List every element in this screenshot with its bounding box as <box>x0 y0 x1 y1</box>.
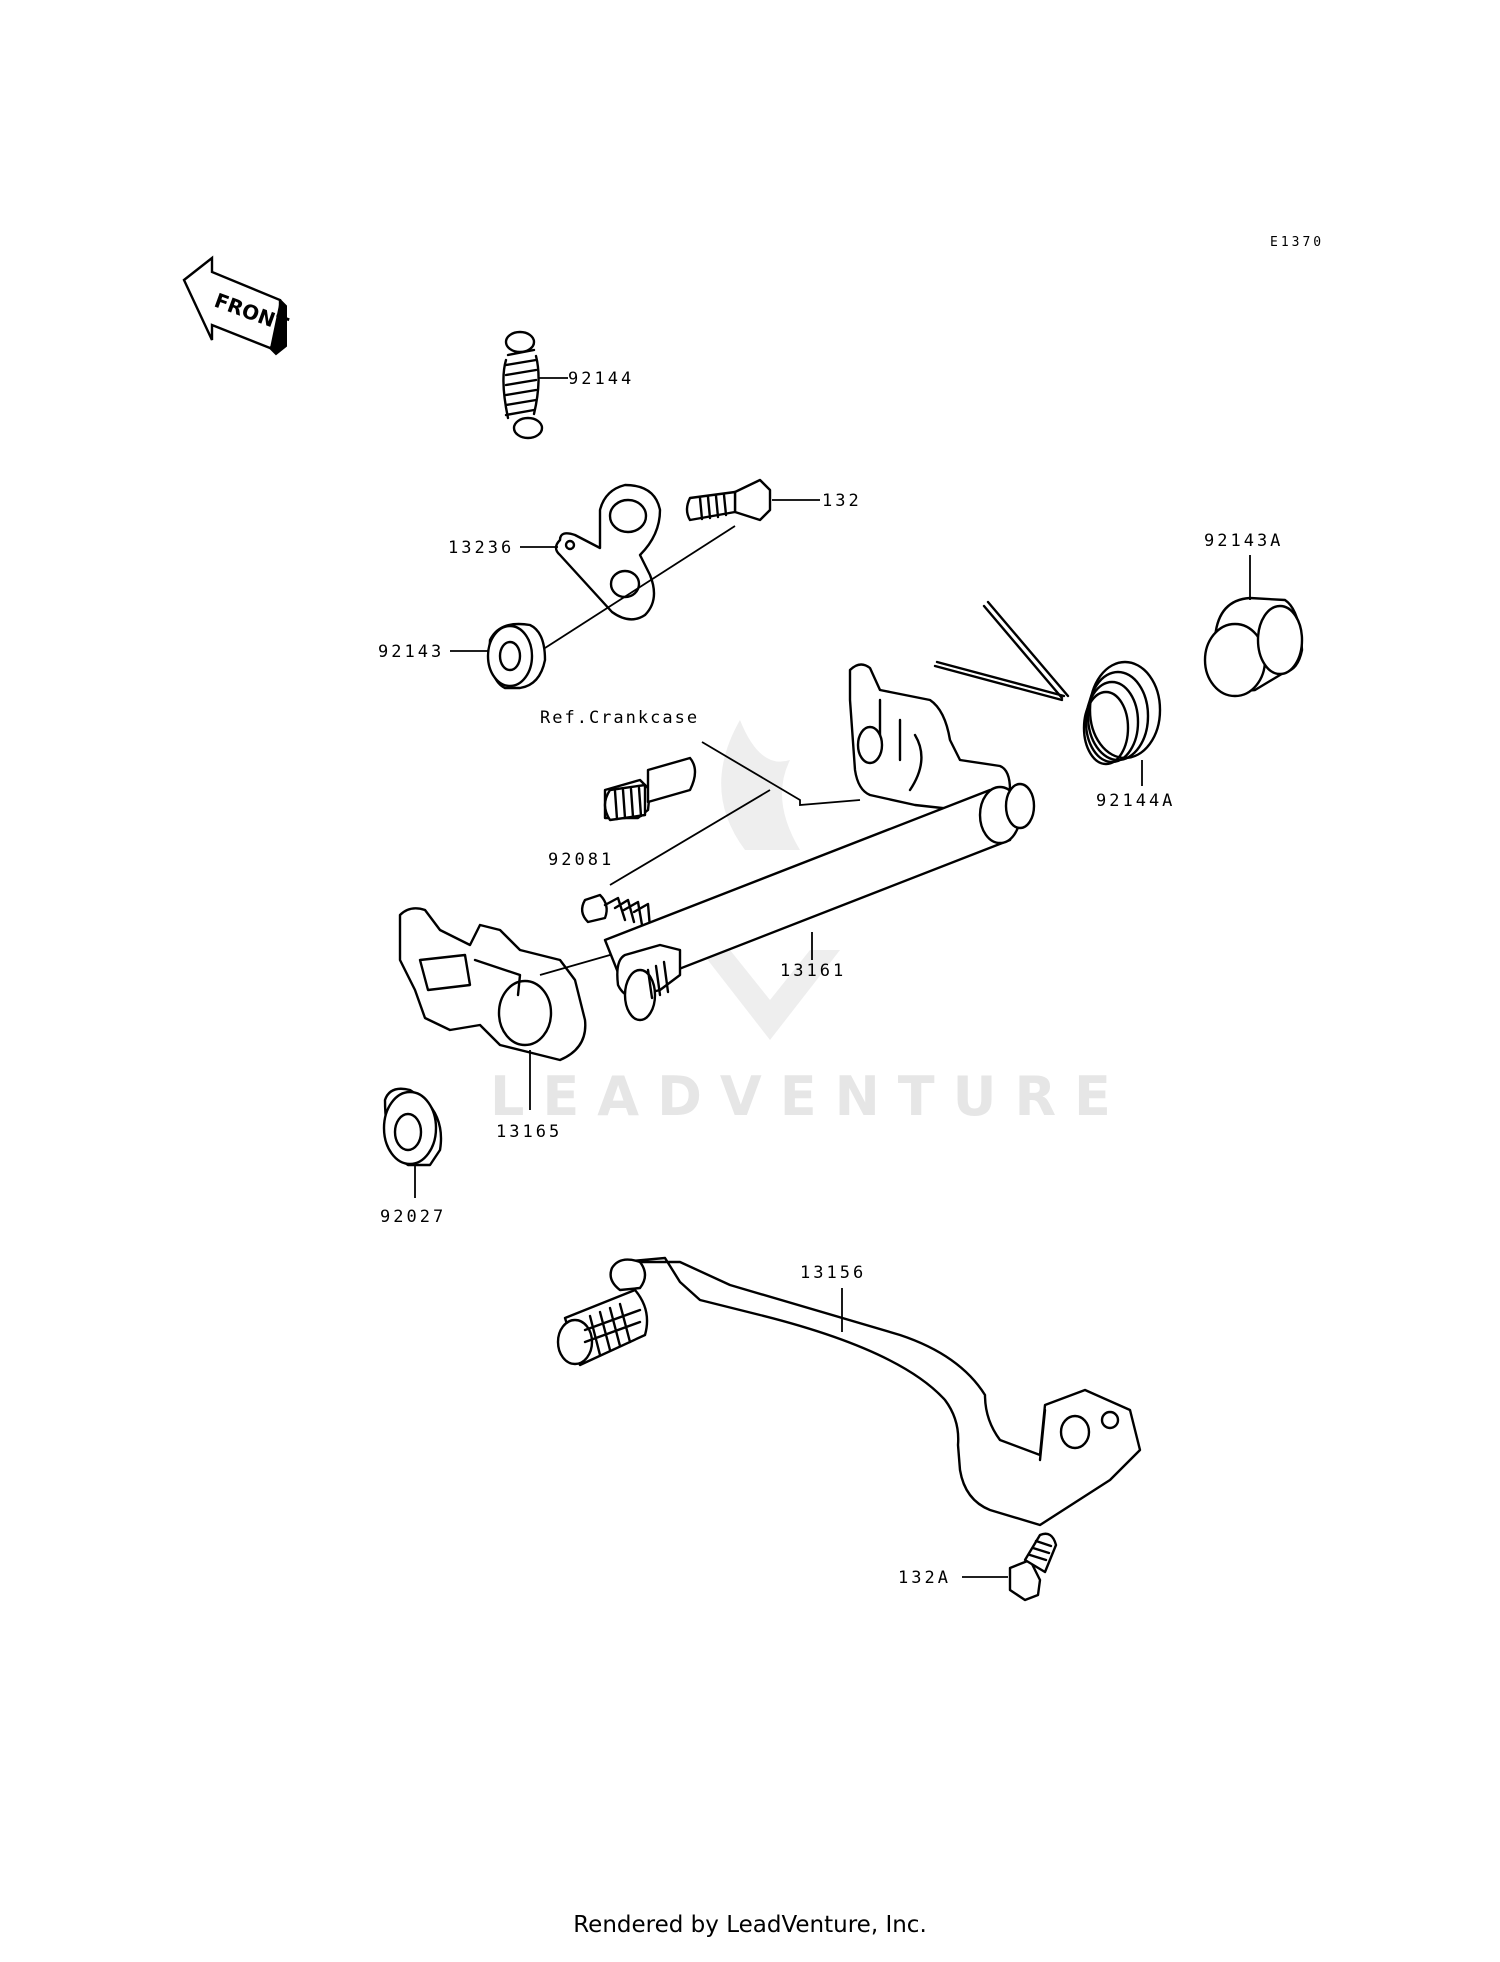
diagram-code: E1370 <box>1270 235 1324 250</box>
watermark: LEADVENTURE <box>490 720 1129 1128</box>
part-label-132A: 132A <box>898 1568 951 1588</box>
collar-92143A: 92143A <box>1203 531 1304 698</box>
part-label-13165: 13165 <box>496 1122 562 1142</box>
part-label-13156: 13156 <box>800 1263 866 1283</box>
footer-credit: Rendered by LeadVenture, Inc. <box>573 1912 927 1938</box>
seal-92027: 92027 <box>380 1087 446 1227</box>
part-label-92144: 92144 <box>568 369 634 389</box>
roller-92143: 92143 <box>378 622 547 690</box>
shift-shaft-13161: 13161 <box>603 663 1036 1022</box>
watermark-text: LEADVENTURE <box>490 1065 1129 1128</box>
bolt-132: 132 <box>685 478 862 522</box>
crankcase-pin: Ref.Crankcase <box>540 708 861 886</box>
part-label-92143: 92143 <box>378 642 444 662</box>
shift-arm-13165: 13165 <box>398 907 611 1142</box>
part-label-132: 132 <box>822 491 862 511</box>
part-label-92143A: 92143A <box>1204 531 1283 551</box>
arm-13236: 13236 <box>448 483 662 621</box>
part-label-92144A: 92144A <box>1096 791 1175 811</box>
spring-92081: 92081 <box>548 850 652 930</box>
spring-92144: 92144 <box>502 330 634 440</box>
front-arrow-icon: FRONT <box>182 255 292 356</box>
part-label-13236: 13236 <box>448 538 514 558</box>
part-label-13161: 13161 <box>780 961 846 981</box>
part-label-92027: 92027 <box>380 1207 446 1227</box>
bolt-132A: 132A <box>898 1532 1058 1602</box>
torsion-spring-92144A: 92144A <box>933 600 1175 811</box>
reference-label: Ref.Crankcase <box>540 708 699 728</box>
shift-pedal-13156: 13156 <box>556 1256 1142 1527</box>
part-label-92081: 92081 <box>548 850 614 870</box>
